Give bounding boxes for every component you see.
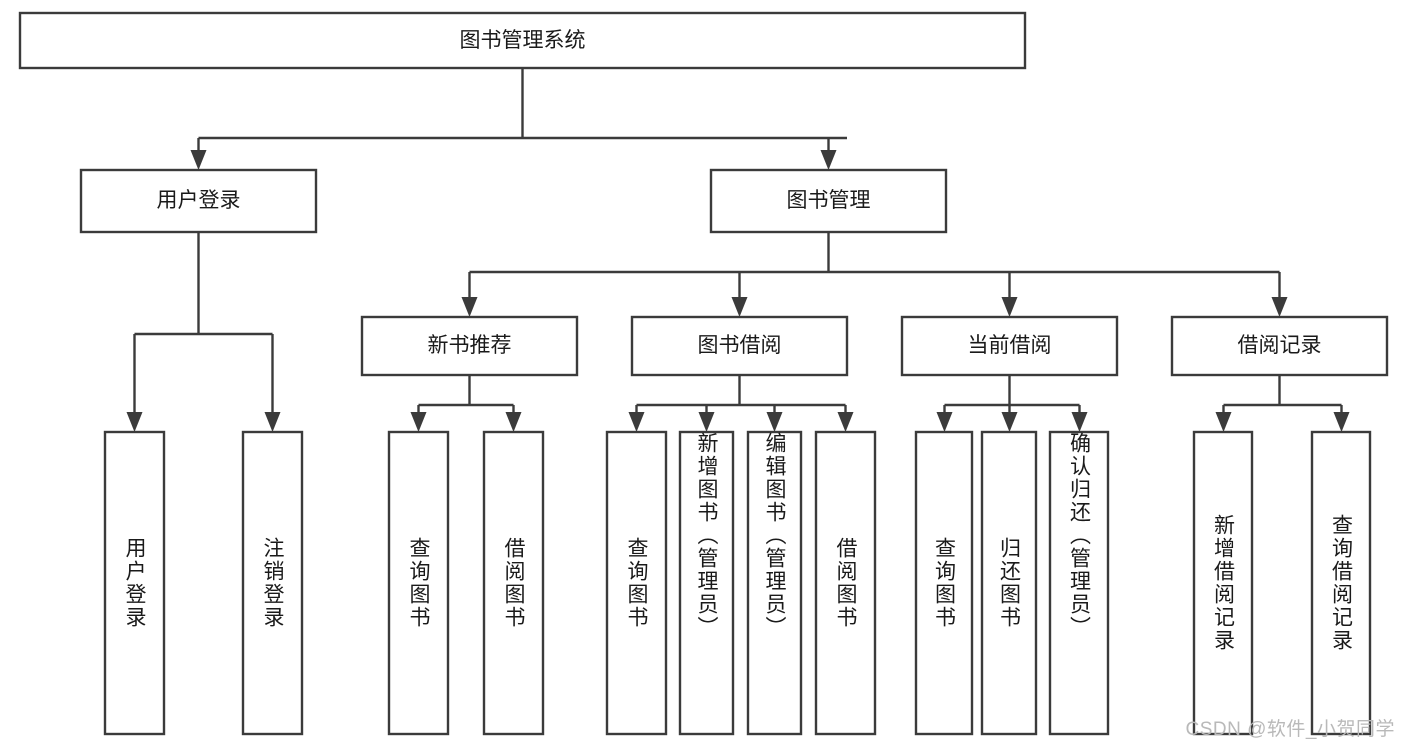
node-user-login-label: 用户登录 — [157, 189, 241, 212]
leaf-box-br-add-record[interactable] — [1192, 430, 1254, 736]
node-root-label: 图书管理系统 — [460, 29, 586, 52]
connector-group-bookmanage-to-level3 — [461, 232, 1288, 317]
arrow-head-to-current-borrow — [1001, 297, 1018, 317]
arrow-head-to-book-manage — [820, 150, 837, 170]
node-borrow-record[interactable]: 借阅记录 — [1170, 315, 1389, 377]
arrow-head-leaf-cb-return — [1001, 412, 1018, 432]
node-root[interactable]: 图书管理系统 — [18, 11, 1027, 70]
arrow-head-leaf-nb-borrow — [505, 412, 522, 432]
leaf-box-nb-query-book[interactable] — [387, 430, 450, 736]
arrow-head-leaf-bb-add — [698, 412, 715, 432]
node-book-borrow[interactable]: 图书借阅 — [630, 315, 849, 377]
leaf-box-cb-query-book[interactable] — [914, 430, 974, 736]
node-book-manage-label: 图书管理 — [787, 189, 871, 212]
arrow-head-to-user-login — [190, 150, 207, 170]
node-new-book-recommend-label: 新书推荐 — [428, 334, 512, 357]
node-book-manage[interactable]: 图书管理 — [709, 168, 948, 234]
connector-group-bookborrow-to-leaves — [628, 375, 854, 432]
arrow-head-leaf-br-query — [1333, 412, 1350, 432]
leaf-box-cb-return-book[interactable] — [980, 430, 1038, 736]
arrow-head-to-new-book — [461, 297, 478, 317]
arrow-head-leaf-cb-query — [936, 412, 953, 432]
arrow-head-to-book-borrow — [731, 297, 748, 317]
arrow-head-leaf-bb-query — [628, 412, 645, 432]
node-user-login[interactable]: 用户登录 — [79, 168, 318, 234]
leaf-box-user-login[interactable] — [103, 430, 166, 736]
node-new-book-recommend-box[interactable] — [360, 315, 579, 377]
leaf-box-bb-edit-book[interactable] — [746, 430, 803, 736]
node-book-manage-box[interactable] — [709, 168, 948, 234]
node-current-borrow-box[interactable] — [900, 315, 1119, 377]
arrow-head-leaf-cb-confirm — [1071, 412, 1088, 432]
node-root-box[interactable] — [18, 11, 1027, 70]
arrow-head-leaf-nb-query — [410, 412, 427, 432]
leaf-box-bb-add-book[interactable] — [678, 430, 735, 736]
node-current-borrow-label: 当前借阅 — [968, 334, 1052, 357]
arrow-head-leaf-br-add — [1215, 412, 1232, 432]
connector-group-borrowrecord-to-leaves — [1215, 375, 1350, 432]
leaf-box-bb-query-book[interactable] — [605, 430, 668, 736]
watermark-text: CSDN @软件_小贺同学 — [1185, 719, 1395, 740]
arrow-head-to-borrow-record — [1271, 297, 1288, 317]
connector-group-userlogin-to-leaves — [126, 232, 281, 432]
node-book-borrow-box[interactable] — [630, 315, 849, 377]
leaf-box-bb-borrow-book[interactable] — [814, 430, 877, 736]
arrow-head-leaf-bb-edit — [766, 412, 783, 432]
leaf-box-br-query-record[interactable] — [1310, 430, 1372, 736]
node-borrow-record-box[interactable] — [1170, 315, 1389, 377]
connector-group-currentborrow-to-leaves — [936, 375, 1088, 432]
node-book-borrow-label: 图书借阅 — [698, 334, 782, 357]
arrow-head-leaf-user-login — [126, 412, 143, 432]
node-user-login-box[interactable] — [79, 168, 318, 234]
node-current-borrow[interactable]: 当前借阅 — [900, 315, 1119, 377]
arrow-head-leaf-logout — [264, 412, 281, 432]
leaf-box-logout[interactable] — [241, 430, 304, 736]
leaf-box-cb-confirm-return[interactable] — [1048, 430, 1110, 736]
connector-group-newbook-to-leaves — [410, 375, 522, 432]
node-new-book-recommend[interactable]: 新书推荐 — [360, 315, 579, 377]
arrow-head-leaf-bb-borrow — [837, 412, 854, 432]
node-borrow-record-label: 借阅记录 — [1238, 334, 1322, 357]
leaf-box-nb-borrow-book[interactable] — [482, 430, 545, 736]
connector-group-root-to-level2 — [190, 68, 847, 170]
